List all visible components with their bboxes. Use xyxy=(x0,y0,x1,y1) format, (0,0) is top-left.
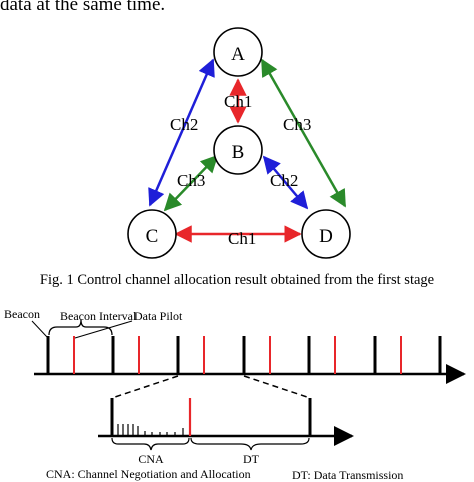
channel-label-bd: Ch2 xyxy=(270,171,298,190)
edge-a-c-ch2 xyxy=(148,58,215,207)
data-pilot-label: Data Pilot xyxy=(134,309,183,323)
edge-b-c-ch3 xyxy=(163,154,219,212)
node-a xyxy=(213,27,263,77)
beacon-timeline: Beacon Beacon Interval Data Pilot xyxy=(4,307,466,399)
node-d xyxy=(301,209,351,259)
edge-a-d-ch3 xyxy=(260,58,347,208)
cna-ticks xyxy=(117,424,184,436)
dt-brace xyxy=(190,437,310,451)
channel-label-ad: Ch3 xyxy=(283,115,311,134)
channel-label-ab: Ch1 xyxy=(224,92,252,111)
beacon-label: Beacon xyxy=(4,307,40,321)
node-b-label: B xyxy=(232,142,245,163)
cna-label: CNA xyxy=(138,452,164,466)
node-c xyxy=(127,209,177,259)
node-a-label: A xyxy=(231,44,245,65)
zoom-line-right xyxy=(243,375,311,399)
channel-label-ac: Ch2 xyxy=(170,115,198,134)
node-d-label: D xyxy=(319,226,333,247)
zoomed-interval: CNA DT xyxy=(98,398,354,466)
beacon-interval-label: Beacon Interval xyxy=(60,309,137,323)
channel-graph: A B C D Ch1 Ch1 Ch2 Ch2 Ch3 Ch3 xyxy=(127,27,351,259)
fig1-caption: Fig. 1 Control channel allocation result… xyxy=(40,272,434,288)
node-b xyxy=(213,125,263,175)
data-pilot-pointer xyxy=(74,320,133,339)
zoom-line-left xyxy=(111,375,179,399)
cna-legend: CNA: Channel Negotiation and Allocation xyxy=(46,467,251,481)
dt-label: DT xyxy=(243,452,260,466)
node-c-label: C xyxy=(146,226,159,247)
cna-brace xyxy=(111,437,190,451)
beacon-interval-brace xyxy=(48,319,113,336)
dt-legend: DT: Data Transmission xyxy=(292,468,403,482)
top-text: data at the same time. xyxy=(0,0,165,15)
channel-label-bc: Ch3 xyxy=(177,171,205,190)
beacon-pointer xyxy=(31,320,48,338)
channel-label-cd: Ch1 xyxy=(228,229,256,248)
